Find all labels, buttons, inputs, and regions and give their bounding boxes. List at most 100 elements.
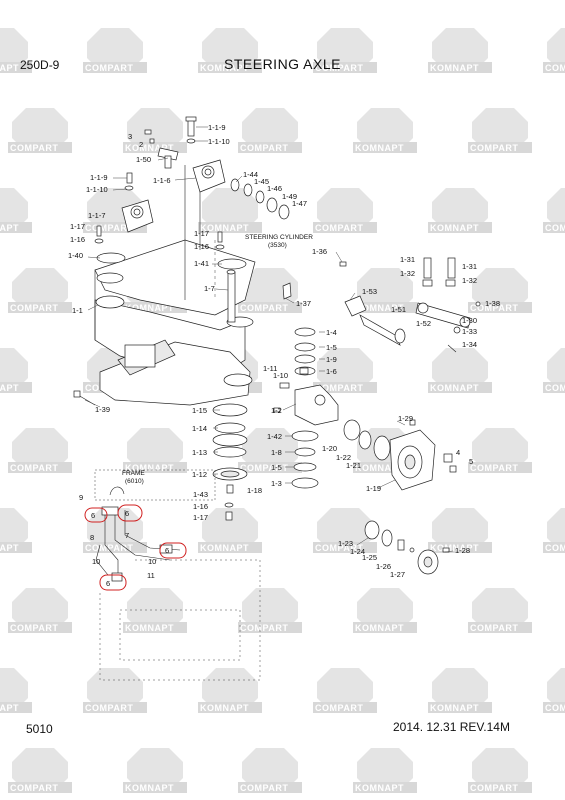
callout: 1-3 (271, 479, 282, 488)
watermark-tile: COMPART (313, 348, 377, 393)
watermark-text: COMPART (545, 383, 565, 393)
watermark-logo (0, 28, 28, 72)
callout: 6 (106, 579, 110, 588)
watermark-logo (547, 188, 565, 232)
watermark-text: COMPART (545, 703, 565, 713)
watermark-logo (242, 748, 298, 792)
callout: 9 (79, 493, 83, 502)
watermark-text: KOMNAPT (430, 703, 479, 713)
watermark-text: COMPART (240, 143, 288, 153)
steering-knuckle (273, 367, 339, 426)
clip-1-37 (282, 282, 292, 300)
watermark-band (0, 222, 32, 233)
watermark-band (313, 382, 377, 393)
watermark-logo (547, 348, 565, 392)
watermark-text: KOMNAPT (125, 623, 174, 633)
callout: 1-5 (326, 343, 337, 352)
pivot-bracket-rear (192, 159, 226, 193)
steering-cylinder-ref: (3530) (268, 242, 287, 249)
watermark-text: KOMNAPT (430, 63, 479, 73)
watermark-logo (432, 28, 488, 72)
watermark-band (123, 462, 187, 473)
callout: 1-53 (362, 287, 377, 296)
watermark-tile: KOMNAPT (123, 748, 187, 793)
watermark-tile: KOMNAPT (0, 668, 32, 713)
watermark-band (8, 302, 72, 313)
watermark-band (198, 542, 262, 553)
watermark-tile: KOMNAPT (428, 348, 492, 393)
watermark-logo (357, 268, 413, 312)
watermark-logo (12, 588, 68, 632)
watermark-text: KOMNAPT (200, 223, 249, 233)
watermark-logo (242, 108, 298, 152)
watermark-tile: KOMNAPT (428, 668, 492, 713)
watermark-tile: KOMNAPT (0, 348, 32, 393)
callout: 1-44 (243, 170, 258, 179)
watermark-logo (547, 28, 565, 72)
watermark-band (0, 62, 32, 73)
callout: 1-33 (462, 327, 477, 336)
watermark-text: COMPART (470, 783, 518, 793)
watermark-band (468, 622, 532, 633)
watermark-tile: COMPART (8, 428, 72, 473)
watermark-band (468, 302, 532, 313)
watermark-band (428, 382, 492, 393)
watermark-tile: KOMNAPT (198, 188, 262, 233)
callout: 1-39 (95, 405, 110, 414)
callout: 1-32 (462, 276, 477, 285)
callout: 8 (90, 533, 94, 542)
callout: 1-2 (271, 406, 282, 415)
callout: 1-26 (376, 562, 391, 571)
watermark-text: COMPART (240, 623, 288, 633)
callout: 2 (139, 140, 143, 149)
watermark-logo (547, 668, 565, 712)
watermark-text: COMPART (470, 623, 518, 633)
callout: 1-16 (70, 235, 85, 244)
watermark-tile: COMPART (8, 108, 72, 153)
frame-caption: FRAME (122, 470, 145, 477)
watermark-text: COMPART (545, 223, 565, 233)
callout: 1-31 (462, 262, 477, 271)
watermark-band (428, 62, 492, 73)
tie-rod-assembly (344, 257, 481, 353)
watermark-tile: COMPART (468, 748, 532, 793)
watermark-logo (12, 748, 68, 792)
callout: 1-36 (312, 247, 327, 256)
callout: 1-4 (326, 328, 337, 337)
watermark-band (428, 702, 492, 713)
watermark-text: KOMNAPT (200, 63, 249, 73)
watermark-logo (0, 668, 28, 712)
watermark-text: COMPART (315, 703, 363, 713)
watermark-band (83, 542, 147, 553)
watermark-tile: COMPART (313, 28, 377, 73)
watermark-logo (432, 508, 488, 552)
watermark-text: COMPART (470, 143, 518, 153)
callout: 11 (147, 571, 155, 580)
watermark-band (353, 462, 417, 473)
watermark-logo (357, 588, 413, 632)
watermark-logo (472, 268, 528, 312)
watermark-logo (317, 348, 373, 392)
bushing-set (230, 178, 290, 220)
hub-cap-parts (364, 520, 450, 575)
watermark-band (0, 382, 32, 393)
watermark-text: KOMNAPT (125, 143, 174, 153)
frame-hoses (94, 469, 261, 681)
watermark-text: KOMNAPT (355, 623, 404, 633)
bearing-stack-right (291, 430, 319, 489)
page-title: STEERING AXLE (224, 56, 341, 72)
watermark-logo (12, 268, 68, 312)
watermark-logo (432, 668, 488, 712)
watermark-tile: KOMNAPT (353, 268, 417, 313)
callout: 1-15 (192, 406, 207, 415)
watermark-tile: COMPART (468, 108, 532, 153)
watermark-logo (472, 748, 528, 792)
callout: 1-28 (455, 546, 470, 555)
leader-lines (84, 126, 454, 553)
watermark-tile: KOMNAPT (428, 188, 492, 233)
watermark-tile: KOMNAPT (198, 28, 262, 73)
callout: 1-20 (322, 444, 337, 453)
callout: 1-40 (68, 251, 83, 260)
callout: 1-34 (462, 340, 477, 349)
